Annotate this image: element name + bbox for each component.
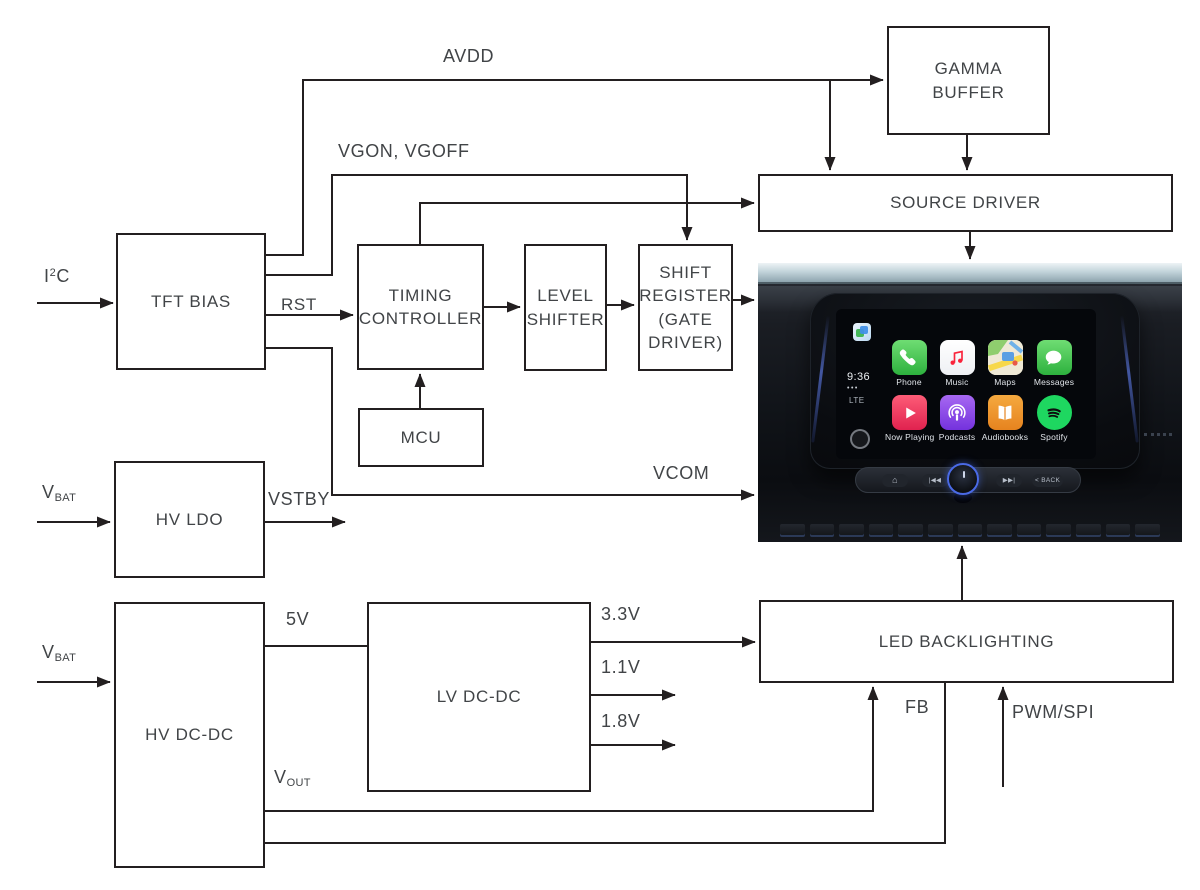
climate-button <box>1135 524 1160 537</box>
network-badge: LTE <box>849 396 865 405</box>
knob-base <box>954 492 972 503</box>
app-switcher-icon <box>853 323 871 341</box>
maps-icon <box>987 340 1023 375</box>
app-now-playing: Now Playing <box>885 395 934 442</box>
blue-accent-right <box>1120 315 1139 443</box>
climate-button <box>868 524 894 537</box>
label-fb: FB <box>905 697 930 717</box>
wire-fb <box>265 683 946 844</box>
label-vgon-vgoff: VGON, VGOFF <box>338 141 470 161</box>
app-maps: Maps <box>981 340 1029 387</box>
phone-icon <box>891 340 927 375</box>
label-vcom: VCOM <box>653 463 710 483</box>
label-pwm-spi: PWM/SPI <box>1012 702 1095 722</box>
climate-button <box>1076 524 1101 537</box>
speech-bubble-icon <box>1036 340 1072 375</box>
signal-strength-icon: ••• <box>847 385 859 392</box>
vent-dots <box>1144 433 1172 436</box>
app-podcasts: Podcasts <box>933 395 981 442</box>
label-vstby: VSTBY <box>268 489 331 509</box>
wire-vcom <box>266 347 755 501</box>
status-time: 9:36 <box>847 371 871 383</box>
label-5v: 5V <box>286 609 310 629</box>
climate-button <box>1046 524 1072 537</box>
climate-button <box>809 524 835 537</box>
home-hard-button: ⌂ <box>882 474 908 487</box>
blue-accent-left <box>811 315 830 443</box>
block-timing-controller: TIMING CONTROLLER <box>357 244 484 370</box>
display-bezel: 9:36 ••• LTE Phone Music <box>810 293 1140 469</box>
wire-vgon-vgoff <box>266 174 693 276</box>
label-avdd: AVDD <box>443 46 495 66</box>
block-hv-ldo: HV LDO <box>114 461 265 578</box>
music-note-icon <box>939 340 975 375</box>
app-spotify: Spotify <box>1030 395 1078 442</box>
power-volume-knob <box>947 463 979 495</box>
climate-button <box>780 524 805 537</box>
dashboard-top-edge <box>758 263 1182 284</box>
home-button-icon <box>850 429 870 449</box>
power-icon <box>963 471 965 478</box>
label-vbat-ldo: VBAT <box>42 482 77 504</box>
seek-back-button: |◀◀ <box>922 474 948 487</box>
car-display-photo: 9:36 ••• LTE Phone Music <box>758 263 1182 542</box>
climate-button <box>957 524 983 537</box>
block-tft-bias: TFT BIAS <box>116 233 266 370</box>
open-book-icon <box>987 395 1023 430</box>
label-rst: RST <box>281 295 317 314</box>
app-messages: Messages <box>1030 340 1078 387</box>
label-1v8: 1.8V <box>601 711 641 731</box>
block-source-driver: SOURCE DRIVER <box>758 174 1173 232</box>
climate-button <box>898 524 924 537</box>
block-led-backlighting: LED BACKLIGHTING <box>759 600 1174 683</box>
climate-button <box>839 524 864 537</box>
climate-button <box>928 524 953 537</box>
label-vbat-dcdc: VBAT <box>42 642 77 664</box>
block-mcu: MCU <box>358 408 484 467</box>
app-audiobooks: Audiobooks <box>981 395 1029 442</box>
carplay-screen: 9:36 ••• LTE Phone Music <box>836 309 1096 459</box>
block-lv-dcdc: LV DC-DC <box>367 602 591 792</box>
spotify-icon <box>1036 395 1072 430</box>
wire-tc-to-source <box>419 197 755 244</box>
wire-avdd <box>266 74 884 256</box>
climate-button-strip <box>780 524 1160 537</box>
podcasts-icon <box>939 395 975 430</box>
block-gamma-buffer: GAMMA BUFFER <box>887 26 1050 135</box>
climate-button <box>1016 524 1042 537</box>
label-3v3: 3.3V <box>601 604 641 624</box>
back-button: < BACK <box>1032 474 1064 487</box>
seek-forward-button: ▶▶| <box>996 474 1022 487</box>
app-music: Music <box>933 340 981 387</box>
climate-button <box>987 524 1012 537</box>
block-shift-register: SHIFT REGISTER (GATE DRIVER) <box>638 244 733 371</box>
play-icon <box>891 395 927 430</box>
block-hv-dcdc: HV DC-DC <box>114 602 265 868</box>
climate-button <box>1105 524 1131 537</box>
wire-vout <box>265 686 879 812</box>
block-level-shifter: LEVEL SHIFTER <box>524 244 607 371</box>
label-i2c: I2C <box>44 266 70 286</box>
label-vout: VOUT <box>274 767 311 789</box>
label-1v1: 1.1V <box>601 657 641 677</box>
app-phone: Phone <box>885 340 933 387</box>
